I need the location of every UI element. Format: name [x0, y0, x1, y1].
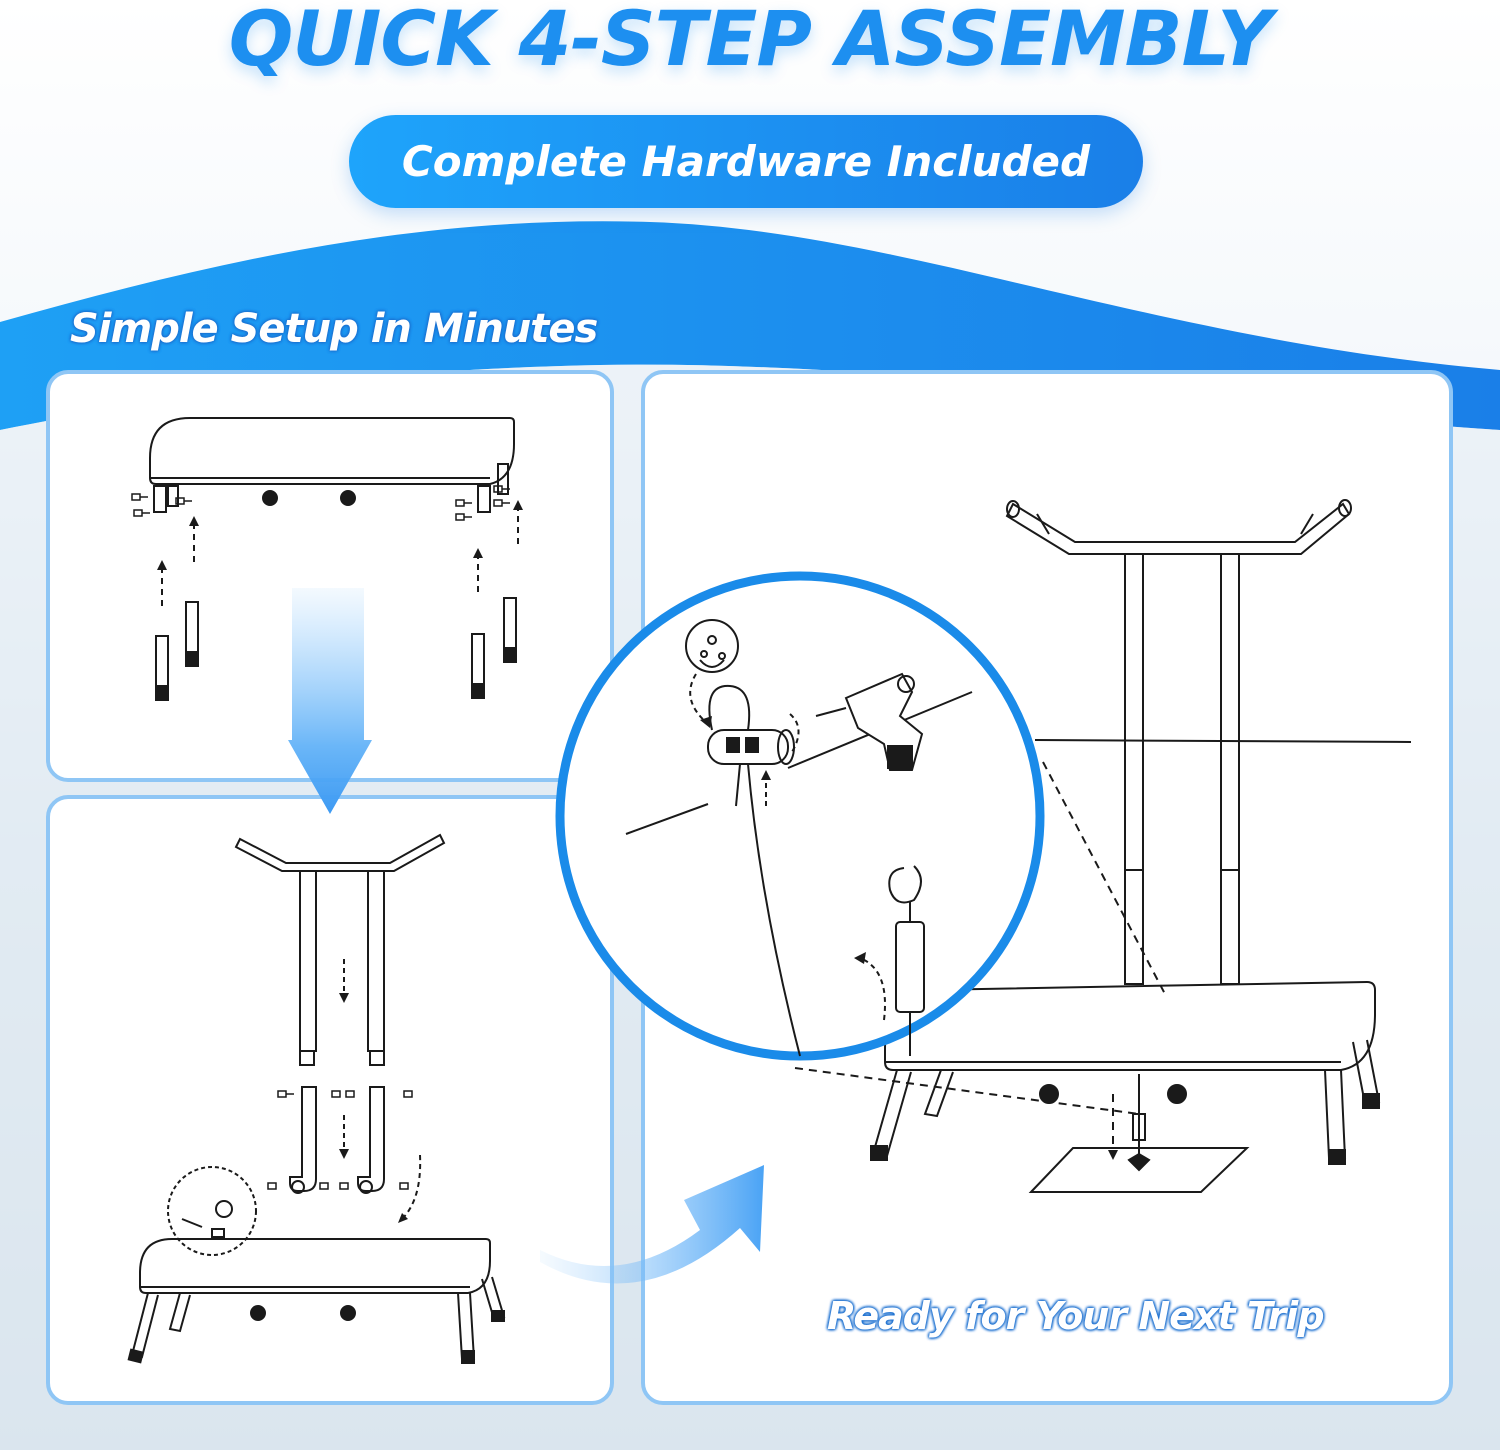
step2-panel [46, 795, 614, 1405]
step3-panel [641, 370, 1453, 1405]
subtitle-text: Complete Hardware Included [401, 137, 1091, 186]
bench-top [149, 417, 515, 485]
section-title: Simple Setup in Minutes [70, 306, 598, 352]
headline: QUICK 4-STEP ASSEMBLY [228, 0, 1272, 83]
bolt-icon [131, 485, 510, 521]
bench-top [884, 980, 1376, 1071]
arrow-up-icon [161, 506, 519, 606]
handle-frame [234, 833, 446, 872]
final-caption: Ready for Your Next Trip [827, 1294, 1325, 1338]
step2-illustration [127, 833, 506, 1364]
bench-leg [155, 597, 517, 701]
step1-illustration [131, 417, 523, 701]
step1-panel [46, 370, 614, 782]
subtitle-pill: Complete Hardware Included [349, 115, 1143, 208]
bench-top [139, 1238, 491, 1294]
handle-frame [1005, 502, 1351, 555]
step3-illustration [794, 499, 1412, 1193]
